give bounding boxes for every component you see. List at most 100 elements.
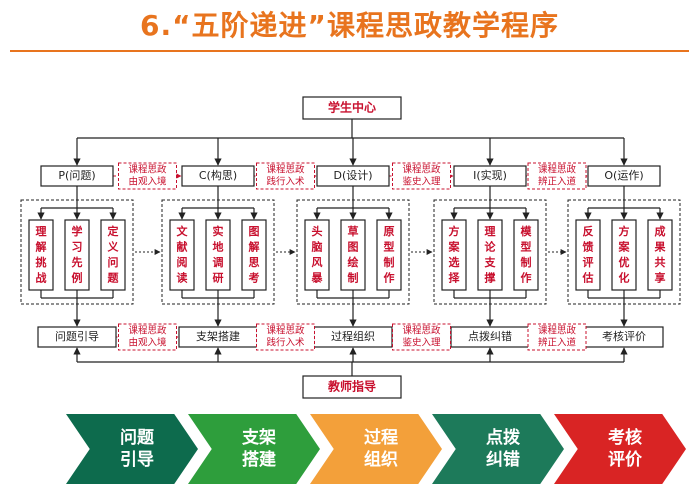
connector-text-line2: 辨正入道 — [538, 176, 577, 188]
phase-label-line1: 点拨 — [486, 428, 520, 448]
connector-text-line1: 课程思政 — [538, 325, 577, 337]
sub-step-char: 暴 — [311, 272, 324, 285]
connector-text-line2: 鉴史入理 — [402, 337, 441, 349]
sub-step-char: 头 — [312, 224, 323, 238]
sub-step-char: 评 — [583, 256, 594, 269]
connector-text-line2: 践行入术 — [266, 176, 305, 188]
phase-label-line2: 评价 — [608, 450, 642, 470]
sub-step-char: 研 — [213, 272, 224, 285]
connector-text-line1: 课程思政 — [266, 164, 305, 176]
title-divider — [10, 50, 689, 52]
sub-step-char: 图 — [348, 241, 359, 254]
sub-step-box — [441, 219, 467, 291]
sub-step-char: 解 — [249, 240, 260, 254]
sub-step-char: 先 — [72, 255, 83, 269]
phase-chevron: 过程组织 — [310, 414, 442, 484]
connector-text-line1: 课程思政 — [128, 325, 167, 337]
connector-box — [118, 162, 177, 190]
sub-step-char: 题 — [108, 272, 120, 285]
sub-step-char: 享 — [655, 271, 666, 285]
sub-step-char: 选 — [449, 255, 460, 269]
sub-step-char: 战 — [36, 271, 47, 285]
sub-step-char: 共 — [655, 255, 666, 269]
sub-step-char: 义 — [108, 240, 120, 254]
stage-label: O(运作) — [604, 169, 643, 182]
connector-box — [256, 162, 315, 190]
student-center-label: 学生中心 — [328, 100, 376, 115]
connector-box — [527, 162, 587, 190]
phase-label-line2: 引导 — [120, 450, 154, 470]
sub-step-char: 风 — [312, 255, 323, 269]
sub-step-char: 图 — [249, 225, 260, 238]
sub-step-char: 思 — [249, 256, 260, 269]
sub-step-char: 馈 — [583, 240, 594, 254]
phase-label-line2: 搭建 — [242, 450, 276, 470]
sub-step-box — [100, 219, 126, 291]
sub-step-box — [513, 219, 539, 291]
connector-text-line1: 课程思政 — [402, 325, 441, 337]
connector-box — [392, 323, 451, 351]
stage-label: P(问题) — [58, 169, 95, 182]
sub-step-char: 作 — [384, 271, 395, 285]
sub-step-char: 型 — [384, 240, 395, 254]
sub-step-char: 制 — [348, 271, 359, 285]
sub-group-frame — [20, 199, 134, 305]
sub-step-char: 挑 — [36, 255, 47, 269]
connector-text-line2: 由观入境 — [128, 337, 167, 349]
sub-step-char: 择 — [449, 271, 461, 285]
sub-step-box — [647, 219, 673, 291]
sub-step-char: 论 — [485, 240, 497, 254]
sub-step-char: 原 — [384, 225, 395, 238]
sub-step-char: 方 — [619, 224, 630, 238]
sub-step-char: 定 — [108, 224, 119, 238]
phase-label-line1: 考核 — [608, 428, 642, 448]
bottom-step-label: 过程组织 — [331, 329, 375, 343]
sub-step-char: 学 — [72, 224, 83, 238]
sub-step-char: 成 — [655, 224, 666, 238]
connector-box — [527, 323, 587, 351]
sub-step-char: 作 — [521, 271, 532, 285]
sub-step-char: 案 — [448, 240, 461, 254]
phase-bar: 问题引导支架搭建过程组织点拨纠错考核评价 — [66, 414, 686, 484]
phase-chevron: 考核评价 — [554, 414, 686, 484]
sub-step-char: 支 — [484, 255, 497, 269]
bottom-step-label: 问题引导 — [55, 329, 99, 343]
stage-box — [453, 165, 527, 187]
sub-step-char: 型 — [521, 240, 532, 254]
sub-step-box — [28, 219, 54, 291]
bottom-step-label: 点拨纠错 — [468, 329, 512, 343]
sub-step-box — [64, 219, 90, 291]
sub-step-char: 例 — [72, 271, 83, 285]
phase-label-line1: 支架 — [242, 428, 276, 448]
sub-step-char: 考 — [249, 271, 260, 285]
sub-step-box — [376, 219, 402, 291]
sub-step-char: 绘 — [348, 255, 359, 269]
sub-step-char: 地 — [213, 240, 224, 254]
teacher-guide-box — [302, 375, 402, 399]
sub-step-box — [611, 219, 637, 291]
connector-box — [392, 162, 451, 190]
sub-step-char: 制 — [384, 255, 395, 269]
page-title: 6.“五阶递进”课程思政教学程序 — [140, 9, 559, 42]
sub-step-char: 制 — [521, 255, 532, 269]
process-diagram: 学生中心教师指导P(问题)理解挑战学习先例定义问题问题引导C(构思)文献阅读实地… — [20, 96, 681, 399]
phase-label-line2: 纠错 — [486, 450, 520, 470]
sub-step-char: 方 — [449, 224, 460, 238]
stage-box — [40, 165, 114, 187]
sub-group-frame — [161, 199, 275, 305]
phase-chevron: 支架搭建 — [188, 414, 320, 484]
stage-box — [587, 165, 661, 187]
teacher-guide-label: 教师指导 — [327, 379, 376, 394]
connector-text-line1: 课程思政 — [128, 164, 167, 176]
sub-step-char: 理 — [36, 225, 47, 238]
sub-step-box — [304, 219, 330, 291]
connector-text-line1: 课程思政 — [402, 164, 441, 176]
sub-step-char: 文 — [177, 224, 189, 238]
stage-label: I(实现) — [473, 168, 507, 182]
sub-step-char: 反 — [583, 224, 594, 238]
sub-group-frame — [433, 199, 547, 305]
connector-box — [118, 323, 177, 351]
phase-label-line1: 问题 — [120, 428, 154, 448]
student-center-box — [302, 96, 402, 120]
sub-step-char: 问 — [108, 255, 119, 269]
